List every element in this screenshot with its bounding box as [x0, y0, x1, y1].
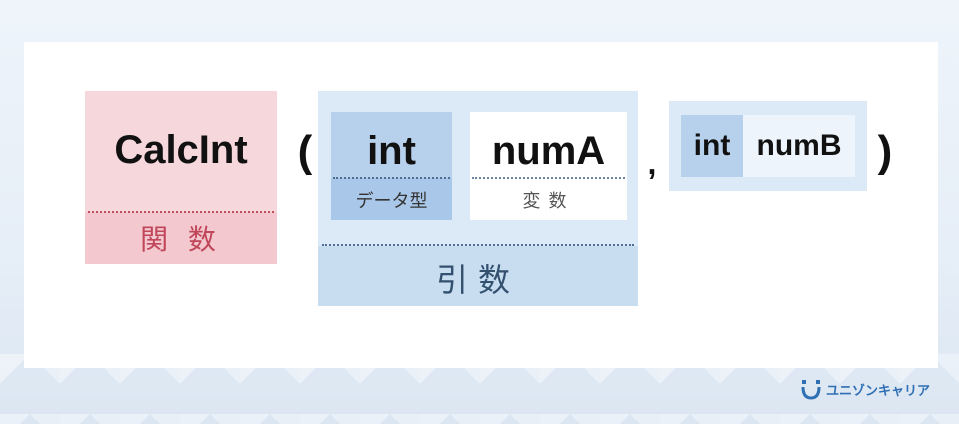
type-name: int: [367, 128, 416, 173]
argument2-variable-name: numB: [756, 129, 842, 162]
argument-label-band: [318, 246, 638, 306]
variable-box: [470, 112, 627, 220]
smile-u-logo-icon: [800, 378, 822, 400]
argument2-type-box: [681, 115, 743, 177]
brand-logo: ユニゾンキャリア: [800, 373, 930, 405]
function-label-band: [85, 212, 277, 264]
argument2-variable-box: [743, 115, 855, 177]
function-name: CalcInt: [114, 127, 248, 172]
argument-label: 引数: [435, 262, 520, 298]
argument-divider: [322, 244, 634, 246]
type-label: データ型: [355, 191, 428, 211]
type-label-band: [331, 178, 452, 220]
comma: ,: [647, 144, 657, 181]
argument2-type-name: int: [693, 129, 731, 162]
variable-name: numA: [491, 128, 606, 173]
open-paren: (: [297, 127, 313, 176]
function-label: 関 数: [140, 224, 222, 255]
type-divider: [333, 177, 450, 179]
close-paren: ): [877, 127, 893, 176]
variable-label: 変数: [522, 191, 575, 211]
logo-text: ユニゾンキャリア: [826, 383, 931, 399]
variable-divider: [472, 177, 625, 179]
function-divider: [88, 211, 274, 213]
